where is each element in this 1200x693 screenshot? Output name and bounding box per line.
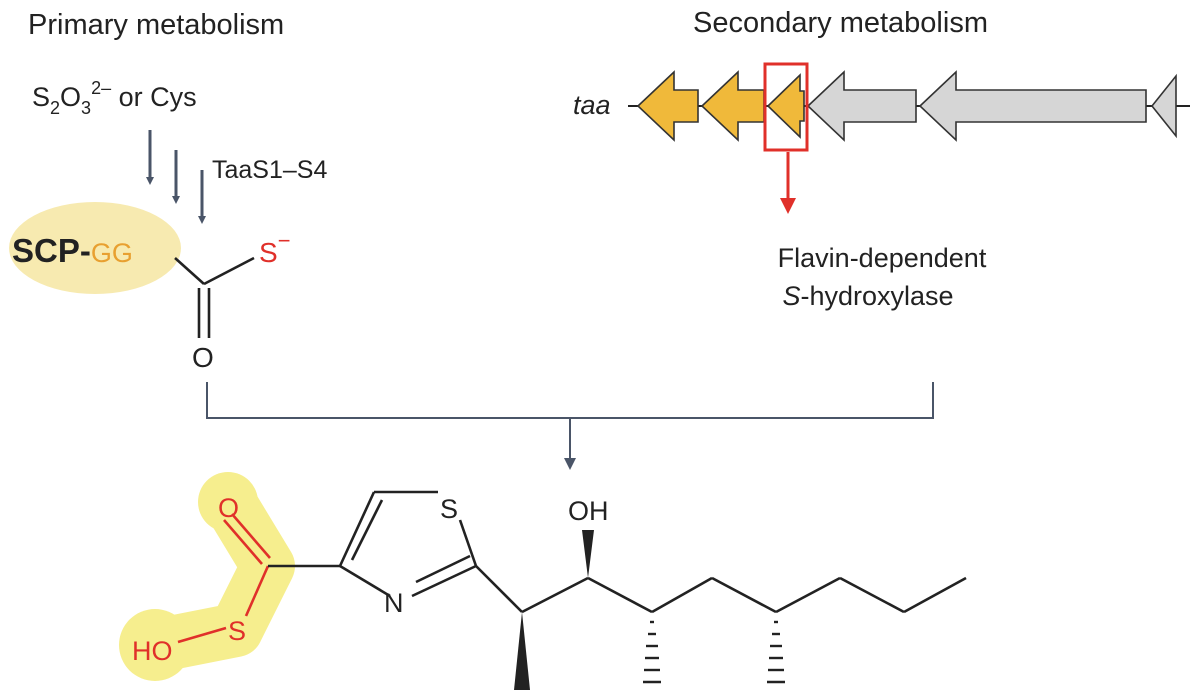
secondary-heading: Secondary metabolism	[693, 7, 988, 39]
enzyme-label-taas: TaaS1–S4	[212, 156, 327, 184]
ring-double-bond-cn	[415, 554, 471, 584]
primary-heading: Primary metabolism	[28, 9, 284, 41]
sulfur-donor-label: S2O32– or Cys	[32, 78, 197, 118]
carrier-protein-label: SCP-GG	[12, 232, 133, 269]
thioacid-ho: HO	[132, 636, 173, 666]
svg-text:S-hydroxylase: S-hydroxylase	[782, 281, 953, 311]
chain-bond-4	[651, 576, 713, 614]
chain-bond-5	[711, 576, 777, 614]
sulfur-transfer-arrows	[146, 130, 206, 224]
thiocarboxylate-bonds	[174, 256, 255, 338]
thiolate-label: S−	[259, 228, 291, 268]
gene-arrow-hydroxylase	[766, 73, 805, 139]
product-bonds-black	[268, 490, 967, 614]
carbonyl-oxygen-label: O	[192, 342, 214, 373]
carrier-protein-highlight	[9, 202, 181, 294]
gene-arrow-1	[636, 70, 699, 142]
gene-arrow-6	[1150, 73, 1177, 139]
product-bonds-red	[177, 513, 271, 644]
hash-bond-methyl-1	[643, 620, 661, 684]
ring-bond-c4-c5	[338, 491, 376, 567]
svg-text:S2O32– or Cys: S2O32– or Cys	[32, 78, 197, 118]
chain-bond-2	[521, 576, 589, 614]
thiazole-sulfur: S	[440, 494, 458, 524]
gene-arrow-2	[700, 70, 765, 142]
enzyme-name-line1: Flavin-dependent	[778, 243, 987, 273]
wedge-bond-oh	[582, 530, 594, 578]
ring-bond-c2-n	[411, 564, 477, 598]
chain-bond-3	[587, 576, 653, 614]
ring-bond-n-c4	[339, 564, 391, 598]
gene-cluster-name: taa	[573, 90, 611, 120]
gene-arrow-5	[918, 70, 1147, 142]
hydroxylase-gene-highlight-box	[763, 62, 809, 152]
gene-arrow-4	[806, 70, 917, 142]
gene-cluster-taa	[628, 62, 1190, 152]
hash-bond-methyl-2	[767, 620, 785, 684]
convergence-bracket	[206, 382, 934, 462]
chain-bond-1	[475, 565, 523, 613]
ring-bond-s-c2	[458, 519, 478, 567]
thiazole-nitrogen: N	[384, 588, 404, 618]
convergence-arrowhead	[564, 458, 576, 470]
chain-bond-6	[775, 576, 841, 614]
enzyme-name-line2: S-hydroxylase	[782, 281, 953, 311]
svg-text:S−: S−	[259, 228, 291, 268]
hydroxyl-group: OH	[568, 496, 609, 526]
wedge-bond-methyl	[514, 612, 530, 690]
svg-text:SCP-GG: SCP-GG	[12, 232, 133, 269]
ring-double-bond	[350, 499, 384, 561]
thioacid-carbonyl-o: O	[218, 493, 239, 523]
thioacid-s: S	[228, 616, 246, 646]
chain-bond-7	[839, 576, 905, 614]
hydroxylase-red-arrow	[780, 152, 796, 214]
chain-bond-8	[903, 576, 967, 614]
